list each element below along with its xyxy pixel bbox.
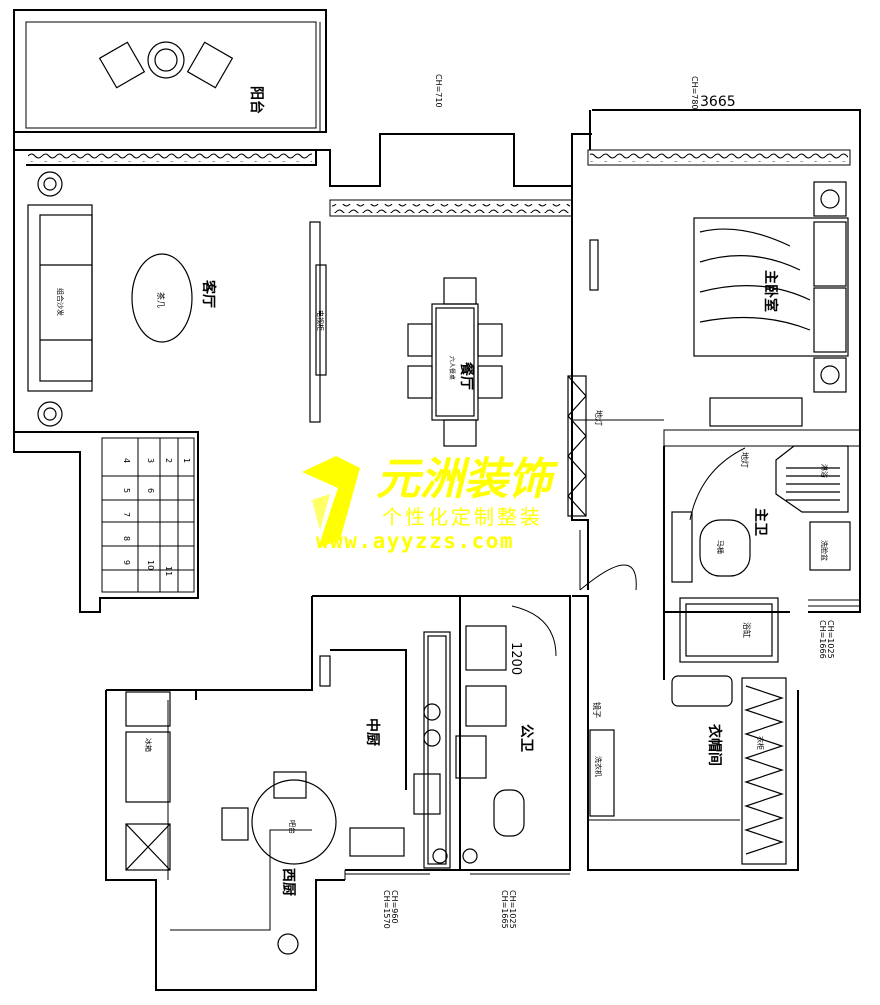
stair-number: 4 [122,458,131,463]
furniture-labels: 茶几 组合沙发 电视柜 六人餐桌 地灯 地灯 吧台 冰箱 镜子 衣柜 洗衣机 浴… [56,288,829,834]
living-furniture [27,171,327,427]
wardrobe-label: 衣柜 [756,736,765,750]
balcony-furniture [98,41,234,89]
stair-number: 2 [164,458,173,463]
dim-ch-pubbath-a: CH=1665 [500,890,509,929]
stair-number: 5 [122,488,131,493]
stair-number: 3 [146,458,155,463]
staircase [101,437,195,593]
western-kitchen-label: 西厨 [280,868,296,896]
dim-ch-kitchen-b: CH=960 [390,890,399,924]
living-label: 客厅 [200,279,217,308]
toilet-label: 马桶 [716,540,725,554]
dining-table-label: 六人餐桌 [448,356,456,380]
watermark-brand: 元洲装饰 [376,454,559,505]
stair-number: 8 [122,536,131,541]
master-bedroom-label: 主卧室 [762,270,779,312]
dining-label: 餐厅 [458,361,475,390]
curtains [28,153,848,213]
walls [13,9,861,991]
watermark-url: www.ayyzzs.com [316,529,514,553]
dim-door: 1200 [508,642,523,675]
dim-ch-710: CH=710 [434,74,443,108]
dim-ch-bath-b: CH=1025 [826,620,835,659]
dining-furniture [407,239,599,517]
dim-ch-kitchen-a: CH=1570 [382,890,391,929]
basin-label: 洗脸盆 [820,540,829,561]
watermark-slogan: 个性化定制整装 [382,505,543,529]
room-labels: 阳台 客厅 餐厅 主卧室 主卫 衣帽间 中厨 西厨 公卫 [200,86,779,896]
dim-ch-pubbath-b: CH=1025 [508,890,517,929]
fridge-label: 冰箱 [144,738,153,752]
dim-ch-top-right: CH=780 [690,76,699,110]
balcony-label: 阳台 [248,86,265,114]
coffee-table-label: 茶几 [156,292,166,308]
master-bath-fixtures [671,445,851,707]
dimension-labels: 3665 1200 CH=710 CH=780 CH=1666 CH=1025 … [382,74,835,929]
stair-number: 10 [146,560,155,570]
bedroom-furniture [693,181,849,427]
island-label: 吧台 [288,820,297,834]
dim-ch-bath-a: CH=1666 [818,620,827,659]
cloakroom-fixtures [589,677,787,865]
watermark: 元洲装饰 个性化定制整装 www.ayyzzs.com [302,454,559,553]
stair-number: 11 [164,566,173,576]
master-bath-label: 主卫 [752,508,769,536]
stair-number: 1 [182,458,191,463]
cloakroom-label: 衣帽间 [706,724,723,766]
floor-lamp-2-label: 地灯 [740,452,750,468]
stair-number: 7 [122,512,131,517]
dim-top-width: 3665 [700,94,736,110]
kitchen-fixtures [125,530,637,955]
bathtub-label: 浴缸 [742,622,752,638]
stair-numbers: 1 2 3 4 5 6 7 8 9 10 11 [122,458,191,576]
mirror-label: 镜子 [592,702,602,718]
shower-label: 淋浴 [820,464,829,478]
watermark-logo-icon [302,456,360,548]
windows [319,10,860,880]
floor-lamp-label: 地灯 [594,410,604,426]
washer-label: 洗衣机 [594,756,603,777]
stair-number: 6 [146,488,155,493]
tv-cabinet-label: 电视柜 [316,310,325,331]
chinese-kitchen-label: 中厨 [364,718,381,746]
sofa-label: 组合沙发 [56,288,65,316]
public-bath-label: 公卫 [518,724,534,752]
stair-number: 9 [122,560,131,565]
